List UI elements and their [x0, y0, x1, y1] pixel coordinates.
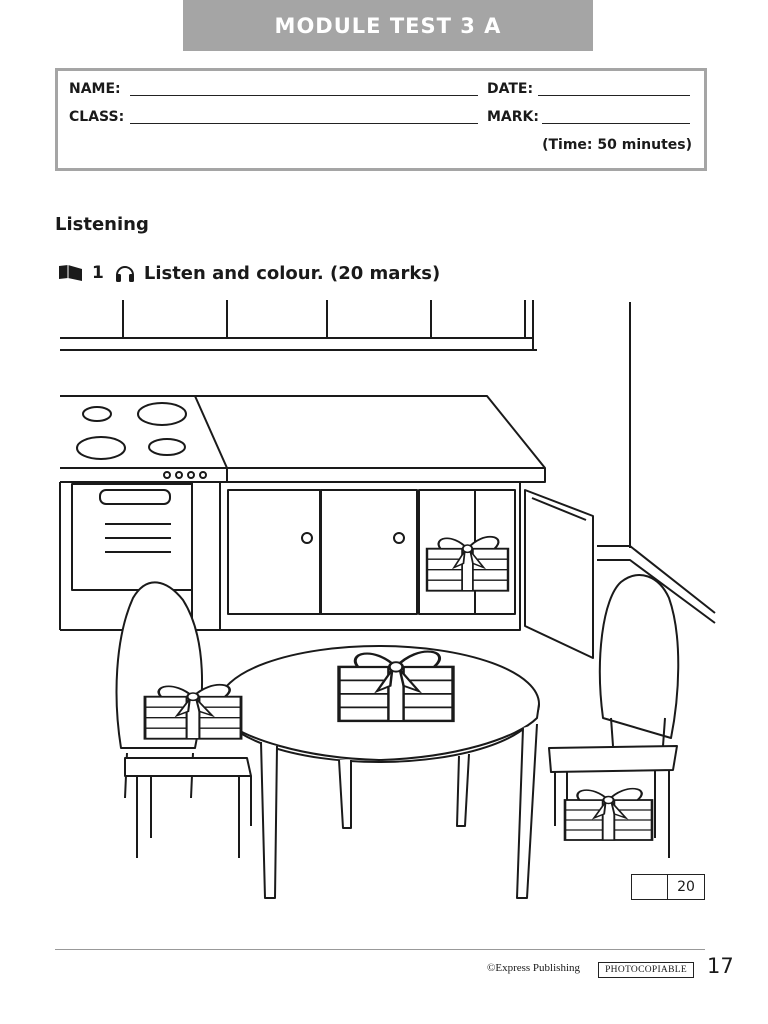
section-heading: Listening — [55, 214, 149, 235]
student-info-box: NAME: DATE: CLASS: MARK: (Time: 50 minut… — [55, 68, 707, 171]
copyright-notice: ©Express Publishing — [487, 962, 581, 974]
footer-divider — [55, 949, 705, 950]
task-number: 1 — [92, 263, 104, 283]
task-instruction: Listen and colour. (20 marks) — [143, 262, 441, 284]
name-label: NAME: — [69, 81, 121, 97]
kitchen-illustration — [59, 300, 716, 899]
date-label: DATE: — [487, 81, 534, 97]
name-field[interactable] — [130, 95, 478, 96]
score-max: 20 — [677, 879, 695, 895]
time-note: (Time: 50 minutes) — [542, 137, 692, 153]
class-label: CLASS: — [69, 109, 125, 125]
module-title: MODULE TEST 3 A — [183, 0, 593, 51]
mark-label: MARK: — [487, 109, 539, 125]
date-field[interactable] — [538, 95, 690, 96]
page-number: 17 — [707, 954, 734, 978]
class-field[interactable] — [130, 123, 478, 124]
mark-field[interactable] — [542, 123, 690, 124]
photocopiable-badge: PHOTOCOPIABLE — [598, 962, 694, 978]
score-box: 20 — [631, 874, 705, 900]
headphones-icon — [115, 266, 134, 282]
task-instruction-line: 1 Listen and colour. (20 marks) — [58, 260, 440, 286]
score-entry-field[interactable] — [632, 875, 668, 899]
book-icon — [59, 265, 82, 281]
